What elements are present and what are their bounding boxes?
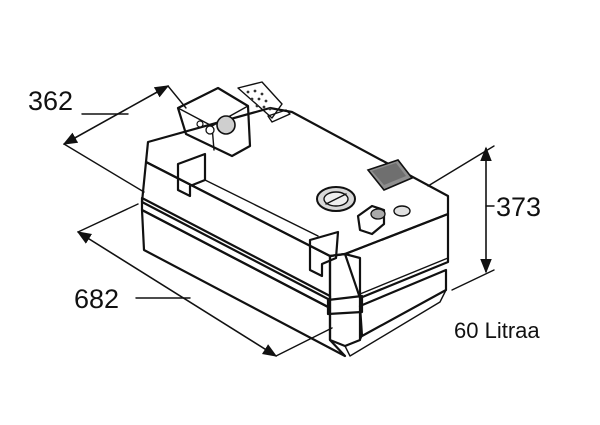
tank-front-lower-face [140, 208, 347, 358]
dimension-line-length [76, 231, 278, 357]
small-plate [267, 109, 291, 123]
dimension-lines [62, 85, 495, 357]
dimension-length-label: 682 [74, 284, 119, 314]
hose-connector [356, 204, 386, 236]
capacity-label: 60 Litraa [454, 318, 540, 343]
corner-band [326, 294, 364, 316]
tank-seam-band [140, 196, 332, 310]
tank-base [344, 289, 447, 357]
dimension-depth-label: 362 [28, 86, 73, 116]
vent-cap [393, 205, 411, 217]
tank-front-upper-face [140, 160, 332, 302]
strap-clip-right [308, 230, 340, 278]
tank-fittings [176, 81, 414, 236]
dimension-line-depth [62, 85, 170, 145]
tank-body [140, 106, 450, 358]
tank-side-upper-face [343, 212, 450, 300]
vent-panel [237, 81, 283, 119]
valve-housing [176, 86, 252, 158]
dimension-height-label: 373 [496, 192, 541, 222]
strap-clip-left [176, 152, 207, 198]
valve-knob [216, 115, 236, 135]
